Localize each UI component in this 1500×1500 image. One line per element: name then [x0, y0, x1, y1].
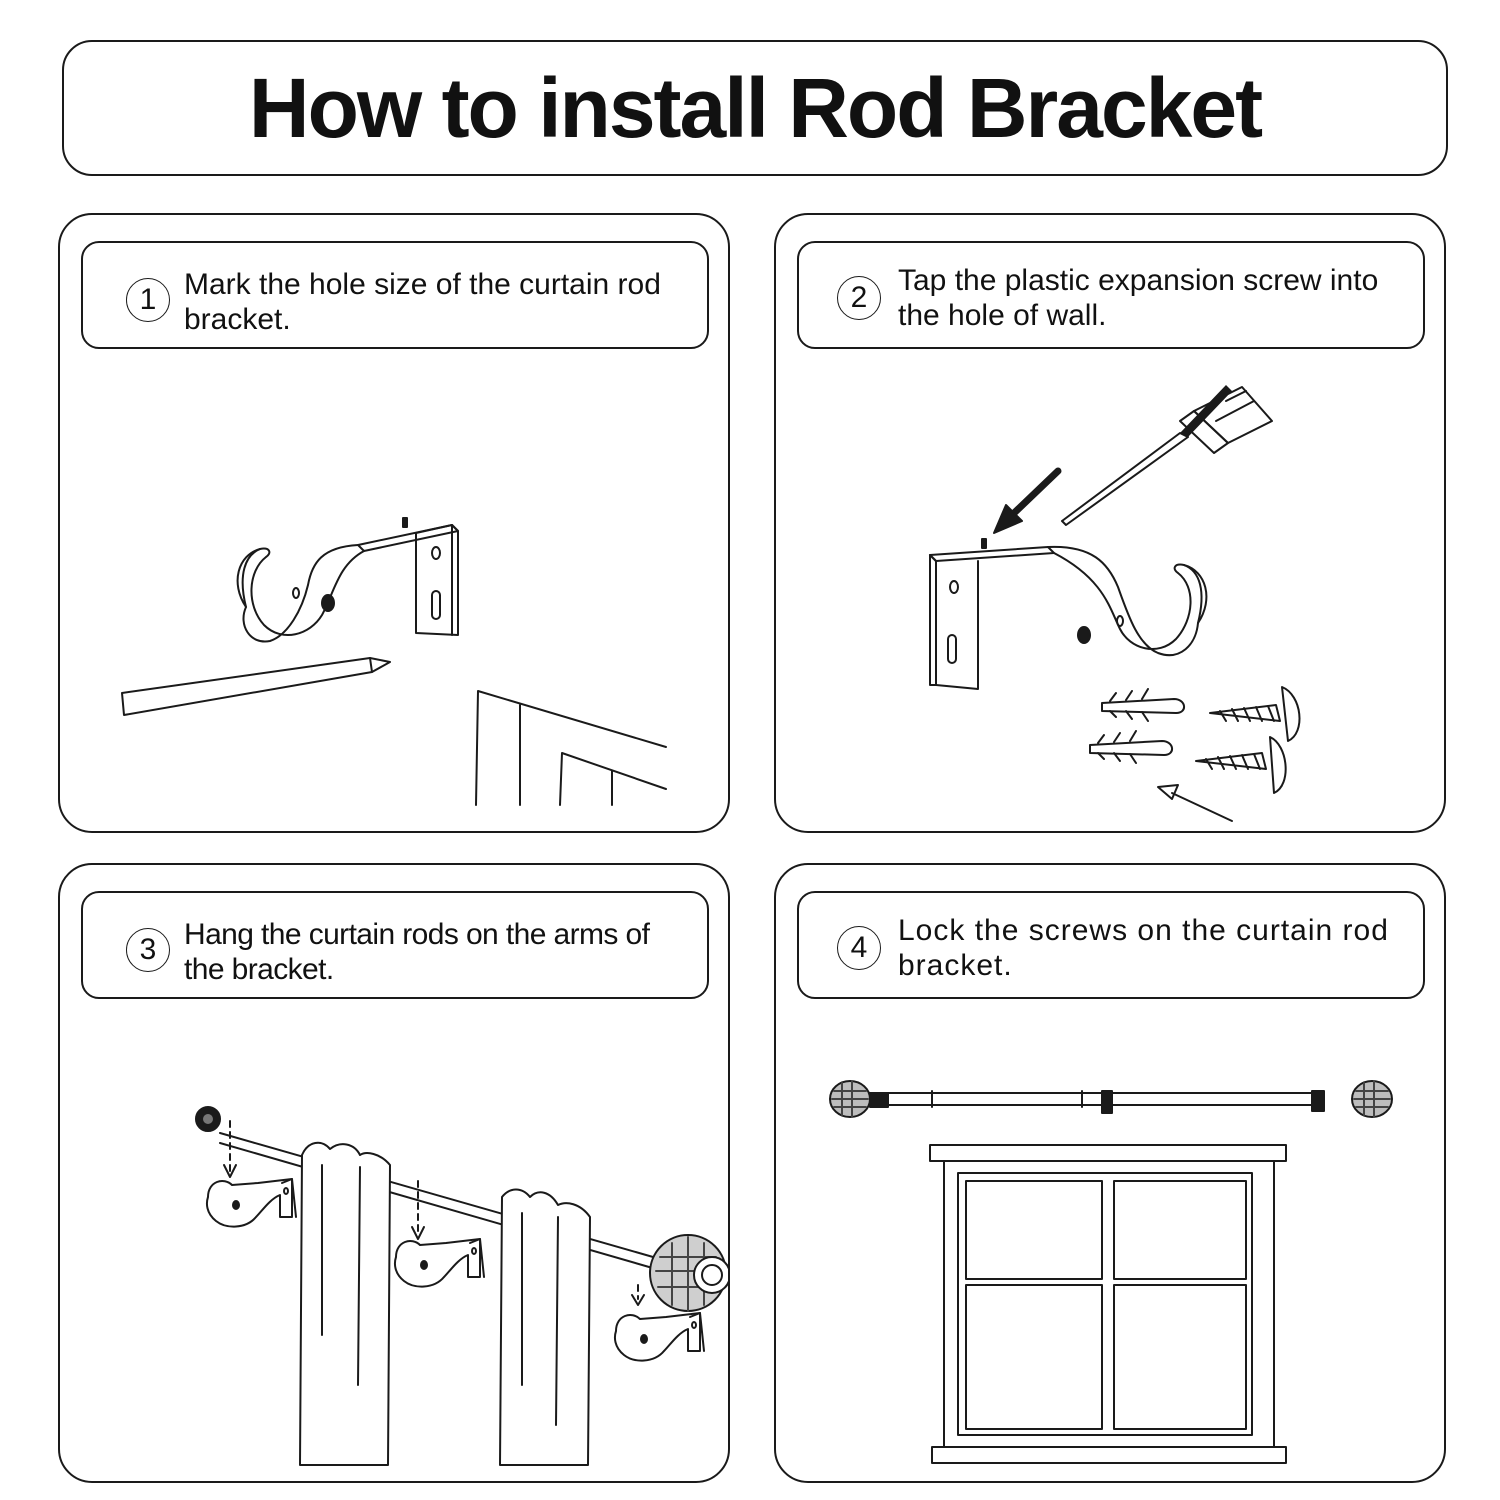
step-caption-box: 1 Mark the hole size of the curtain rod …	[81, 241, 709, 349]
arrow-icon	[993, 467, 1062, 534]
screw-icon	[1195, 686, 1301, 794]
page-title: How to install Rod Bracket	[248, 60, 1263, 155]
step-number-badge: 2	[837, 276, 881, 320]
curtain-rod-bracket-icon	[206, 1120, 705, 1362]
screwdriver-icon	[1061, 385, 1273, 526]
step-2-illustration	[929, 385, 1301, 822]
arrow-icon	[1157, 784, 1233, 822]
step-caption-box: 2 Tap the plastic expansion screw into t…	[797, 241, 1425, 349]
window-frame-icon	[475, 690, 667, 806]
step-panel-2: 2 Tap the plastic expansion screw into t…	[774, 213, 1446, 833]
curtain-panel-icon	[299, 1141, 591, 1466]
step-caption-box: 4 Lock the screws on the curtain rod bra…	[797, 891, 1425, 999]
step-instruction: Hang the curtain rods on the arms of the…	[184, 918, 650, 986]
step-instruction: Mark the hole size of the curtain rod br…	[184, 268, 661, 336]
step-panel-4: 4 Lock the screws on the curtain rod bra…	[774, 863, 1446, 1483]
step-number-badge: 3	[126, 928, 170, 972]
title-banner: How to install Rod Bracket	[62, 40, 1448, 176]
step-caption-box: 3 Hang the curtain rods on the arms of t…	[81, 891, 709, 999]
pencil-icon	[121, 657, 391, 716]
step-instruction: Tap the plastic expansion screw into the…	[898, 264, 1379, 332]
finial-icon	[649, 1234, 728, 1312]
window-icon	[929, 1144, 1287, 1464]
step-panel-3: 3 Hang the curtain rods on the arms of t…	[58, 863, 730, 1483]
curtain-rod-bracket-icon	[236, 517, 459, 643]
curtain-rod-bracket-icon	[929, 538, 1208, 690]
step-1-illustration	[121, 517, 667, 806]
finial-icon	[829, 1080, 1393, 1118]
step-number-badge: 4	[837, 926, 881, 970]
expansion-anchor-icon	[1089, 688, 1185, 764]
step-4-illustration	[829, 1080, 1393, 1464]
curtain-rod-icon	[867, 1090, 1325, 1114]
step-number-badge: 1	[126, 278, 170, 322]
step-instruction: Lock the screws on the curtain rod brack…	[898, 914, 1389, 982]
step-3-illustration	[195, 1106, 728, 1466]
step-panel-1: 1 Mark the hole size of the curtain rod …	[58, 213, 730, 833]
